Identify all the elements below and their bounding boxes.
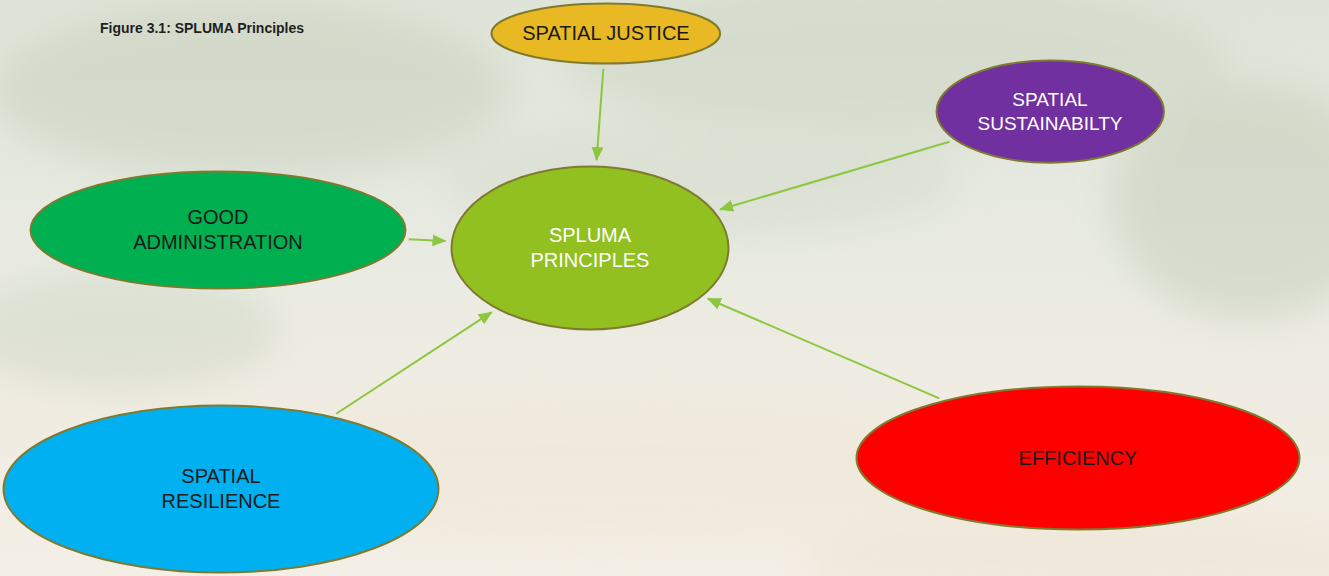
oval-shape [450, 165, 730, 331]
oval-outline [936, 61, 1163, 163]
oval-outline [31, 172, 406, 289]
connector-arrow [720, 142, 949, 210]
connector-arrow [409, 239, 446, 241]
node-label: SPLUMA PRINCIPLES [510, 223, 670, 273]
principle-oval: SPATIAL JUSTICE [490, 2, 722, 65]
connector-arrow [336, 312, 491, 414]
text-group: SPATIAL JUSTICE [522, 21, 689, 46]
node-label: SPATIAL RESILIENCE [141, 464, 301, 514]
central-oval: SPLUMA PRINCIPLES [450, 165, 730, 331]
oval-shape [2, 404, 440, 574]
text-group: EFFICIENCY [1019, 446, 1138, 471]
oval-outline [857, 387, 1300, 530]
text-group: SPATIAL SUSTAINABILTY [965, 88, 1135, 136]
principle-oval: SPATIAL SUSTAINABILTY [935, 59, 1165, 164]
text-group: GOOD ADMINISTRATION [118, 205, 318, 255]
principle-oval: GOOD ADMINISTRATION [29, 170, 407, 290]
oval-outline [452, 167, 729, 330]
oval-shape [935, 59, 1165, 164]
node-label: SPATIAL SUSTAINABILTY [965, 88, 1135, 136]
figure-title: Figure 3.1: SPLUMA Principles [100, 20, 304, 36]
connector-arrow [597, 69, 604, 160]
connector-arrow [708, 299, 939, 399]
text-group: SPATIAL RESILIENCE [141, 464, 301, 514]
principle-oval: EFFICIENCY [855, 385, 1301, 531]
node-label: EFFICIENCY [1019, 446, 1138, 471]
principle-oval: SPATIAL RESILIENCE [2, 404, 440, 574]
text-group: SPLUMA PRINCIPLES [510, 223, 670, 273]
oval-outline [4, 406, 439, 573]
oval-outline [492, 3, 721, 63]
oval-shape [29, 170, 407, 290]
node-label: SPATIAL JUSTICE [522, 21, 689, 46]
node-label: GOOD ADMINISTRATION [118, 205, 318, 255]
